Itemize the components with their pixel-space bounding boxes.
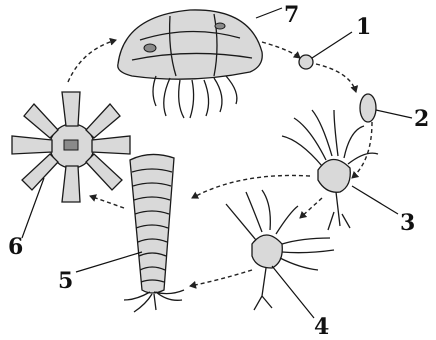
arrow-larva-to-polyp: [352, 122, 372, 178]
leader-5: [76, 252, 142, 272]
label-6: 6: [8, 234, 23, 260]
budding-polyp-tentacles: [226, 190, 334, 270]
arrow-strobila-to-ephyra: [90, 196, 124, 208]
arrow-medusa-to-egg: [262, 42, 300, 58]
arrow-polyp-to-strobila: [192, 175, 310, 198]
budding-polyp-stage: [226, 190, 334, 310]
polyp-body: [318, 159, 350, 192]
egg-stage: [299, 55, 313, 69]
budding-polyp-stalk: [254, 268, 272, 310]
medusa-oral-arms: [153, 76, 237, 118]
label-4: 4: [314, 314, 329, 340]
budding-polyp-body: [252, 235, 282, 268]
medusa-gonad-spot: [144, 44, 156, 52]
label-1: 1: [356, 14, 371, 40]
medusa-gonad-spot: [215, 23, 225, 29]
medusa-bell: [118, 10, 262, 79]
ephyra-center: [64, 140, 78, 150]
leader-7: [256, 8, 282, 18]
arrow-budding-polyp-to-strobila: [190, 270, 252, 286]
arrow-ephyra-to-medusa: [68, 40, 116, 82]
leader-3: [352, 186, 398, 214]
label-2: 2: [414, 106, 429, 132]
ephyra-stage: [12, 92, 130, 202]
arrow-egg-to-larva: [316, 64, 356, 92]
leader-4: [272, 266, 314, 318]
label-7: 7: [284, 2, 299, 28]
polyp-stalk: [328, 192, 350, 230]
label-5: 5: [58, 268, 73, 294]
planula-larva-stage: [360, 94, 376, 122]
strobila-column: [130, 154, 174, 293]
medusa-stage: [118, 10, 262, 118]
leader-2: [376, 110, 412, 118]
arrow-polyp-to-budding-polyp: [300, 198, 322, 218]
label-3: 3: [400, 210, 415, 236]
leader-1: [312, 32, 352, 58]
polyp-stage: [282, 110, 378, 230]
strobila-stage: [124, 154, 184, 312]
